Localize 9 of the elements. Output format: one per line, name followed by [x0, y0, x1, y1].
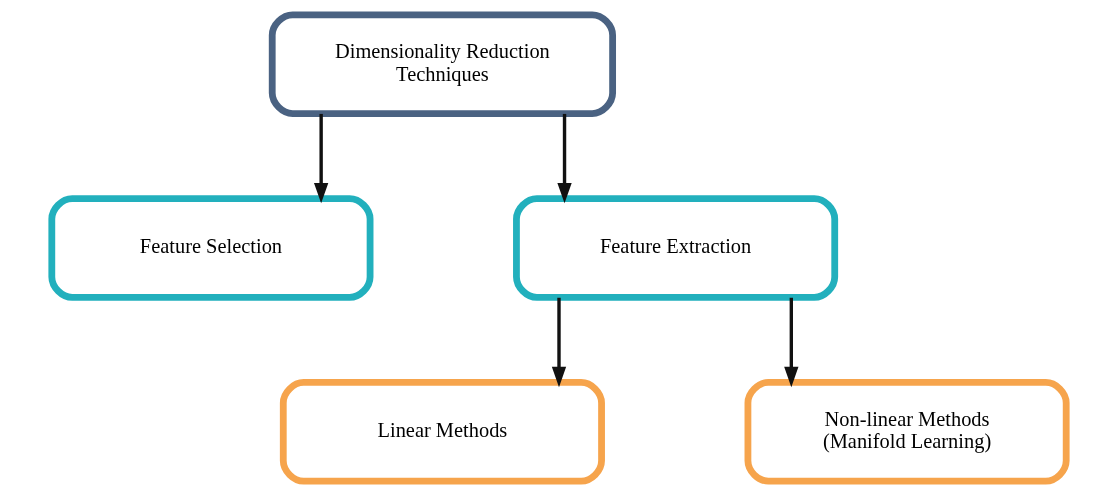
arrow — [557, 113, 572, 204]
arrow — [784, 297, 799, 388]
node-box: Non-linear Methods (Manifold Learning) — [744, 379, 1070, 485]
node-box: Feature Selection — [48, 195, 374, 301]
node-box: Feature Extraction — [513, 195, 839, 301]
node-box: Linear Methods — [279, 379, 605, 485]
arrow — [551, 297, 567, 388]
node-box: Dimensionality Reduction Techniques — [268, 11, 616, 117]
arrow — [314, 113, 329, 204]
